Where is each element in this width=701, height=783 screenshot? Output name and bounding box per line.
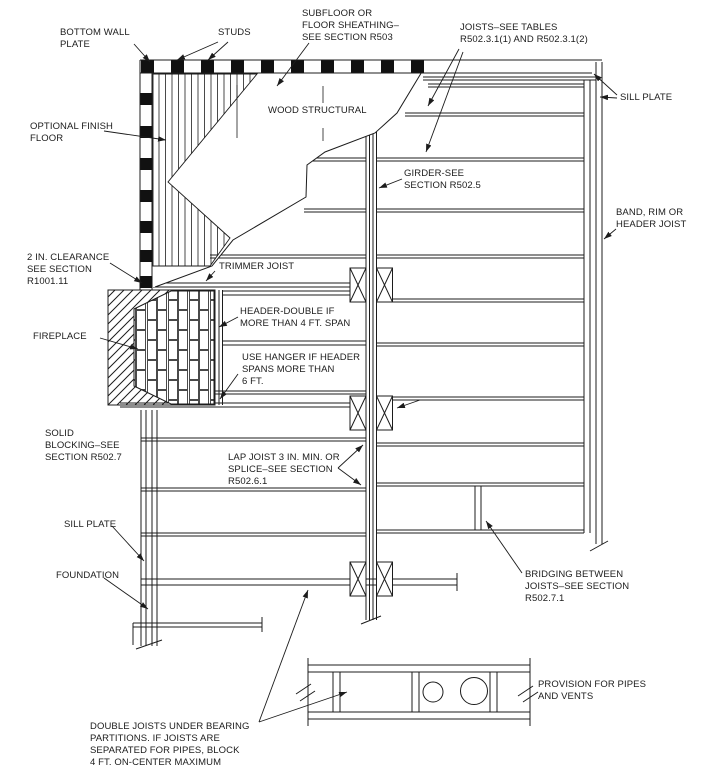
leader-lap-2	[337, 467, 362, 486]
leader-clearance	[109, 262, 143, 284]
label-clearance: 2 IN. CLEARANCE SEE SECTION R1001.11	[27, 252, 110, 287]
label-solid-blocking: SOLID BLOCKING–SEE SECTION R502.7	[45, 428, 122, 463]
leader-fireplace	[99, 337, 139, 350]
label-double-joists: DOUBLE JOISTS UNDER BEARING PARTITIONS. …	[90, 721, 250, 768]
leader-girder	[378, 178, 403, 189]
leader-joists-1	[427, 48, 460, 107]
leader-lap-1	[337, 444, 364, 469]
detail-break-marks	[295, 683, 539, 703]
label-sill-plate-lower: SILL PLATE	[64, 519, 117, 530]
leader-sill-lower	[111, 525, 145, 562]
leader-studs-2	[207, 41, 229, 61]
pipes-detail	[295, 658, 539, 726]
subfloor-white-area	[153, 70, 423, 287]
floor-framing-lines	[120, 62, 609, 650]
label-foundation: FOUNDATION	[56, 570, 120, 581]
footing-lines	[132, 617, 263, 645]
leader-foundation	[103, 577, 149, 610]
fireplace-masonry	[107, 289, 223, 406]
leader-blocking-arrow	[396, 399, 421, 409]
label-optional-finish-floor: OPTIONAL FINISH FLOOR	[30, 121, 113, 144]
rim-top-runs	[423, 76, 596, 88]
leader-studs-1	[176, 41, 219, 61]
joists-left	[120, 157, 366, 537]
subfloor-panel	[153, 69, 424, 288]
label-band-rim: BAND, RIM OR HEADER JOIST	[616, 207, 687, 230]
header-lines	[214, 290, 223, 405]
label-lap-joist: LAP JOIST 3 IN. MIN. OR SPLICE–SEE SECTI…	[228, 452, 340, 487]
leader-optional-ff	[103, 130, 167, 142]
leader-header-double	[218, 316, 239, 328]
leader-subfloor	[276, 42, 310, 87]
band-break-mark	[589, 540, 609, 552]
leader-trimmer	[205, 270, 216, 282]
label-provision-pipes: PROVISION FOR PIPES AND VENTS	[538, 679, 647, 702]
double-joist-lines	[141, 573, 458, 591]
leader-double-joists-1	[258, 589, 309, 723]
label-bridging: BRIDGING BETWEEN JOISTS–SEE SECTION R502…	[525, 569, 630, 604]
subfloor-torn-edge	[154, 69, 424, 288]
leader-lines	[99, 41, 618, 723]
solid-blocking-boxes	[349, 267, 393, 597]
label-joists-tables: JOISTS–SEE TABLES R502.3.1(1) AND R502.3…	[460, 22, 588, 45]
stud-squares	[140, 60, 424, 288]
leader-bridging	[485, 520, 523, 574]
leader-joists-2	[425, 51, 464, 153]
top-wall-plate-lines	[140, 59, 602, 74]
label-fireplace: FIREPLACE	[33, 331, 87, 342]
pipe-small	[422, 681, 444, 703]
bridging-lines	[474, 486, 482, 530]
label-trimmer-joist: TRIMMER JOIST	[219, 261, 295, 272]
label-subfloor: SUBFLOOR OR FLOOR SHEATHING– SEE SECTION…	[302, 8, 399, 43]
leader-sill-top-1	[593, 73, 618, 96]
label-bottom-wall-plate: BOTTOM WALL PLATE	[60, 27, 130, 50]
label-wood-structural: WOOD STRUCTURAL	[268, 105, 367, 116]
girder-lines	[365, 131, 377, 620]
leader-double-joists-2	[258, 691, 348, 723]
label-girder: GIRDER-SEE SECTION R502.5	[404, 168, 481, 191]
label-studs: STUDS	[218, 27, 251, 38]
leader-band-rim	[603, 228, 617, 240]
band-rim-joist-line	[595, 62, 603, 544]
label-header-double: HEADER-DOUBLE IF MORE THAN 4 FT. SPAN	[240, 306, 351, 329]
sill-inner-lines	[583, 80, 591, 533]
leader-sill-top-2	[599, 94, 618, 101]
leader-bottom-wall-plate	[133, 43, 151, 63]
foundation-break-mark	[135, 639, 163, 650]
pipe-large	[460, 677, 488, 705]
leader-use-hanger	[219, 373, 239, 400]
label-use-hanger: USE HANGER IF HEADER SPANS MORE THAN 6 F…	[242, 352, 361, 387]
finish-floor-region	[152, 73, 258, 267]
label-sill-plate-top: SILL PLATE	[620, 92, 673, 103]
foundation-wall-lines	[140, 410, 158, 646]
girder-break-mark	[360, 615, 382, 625]
